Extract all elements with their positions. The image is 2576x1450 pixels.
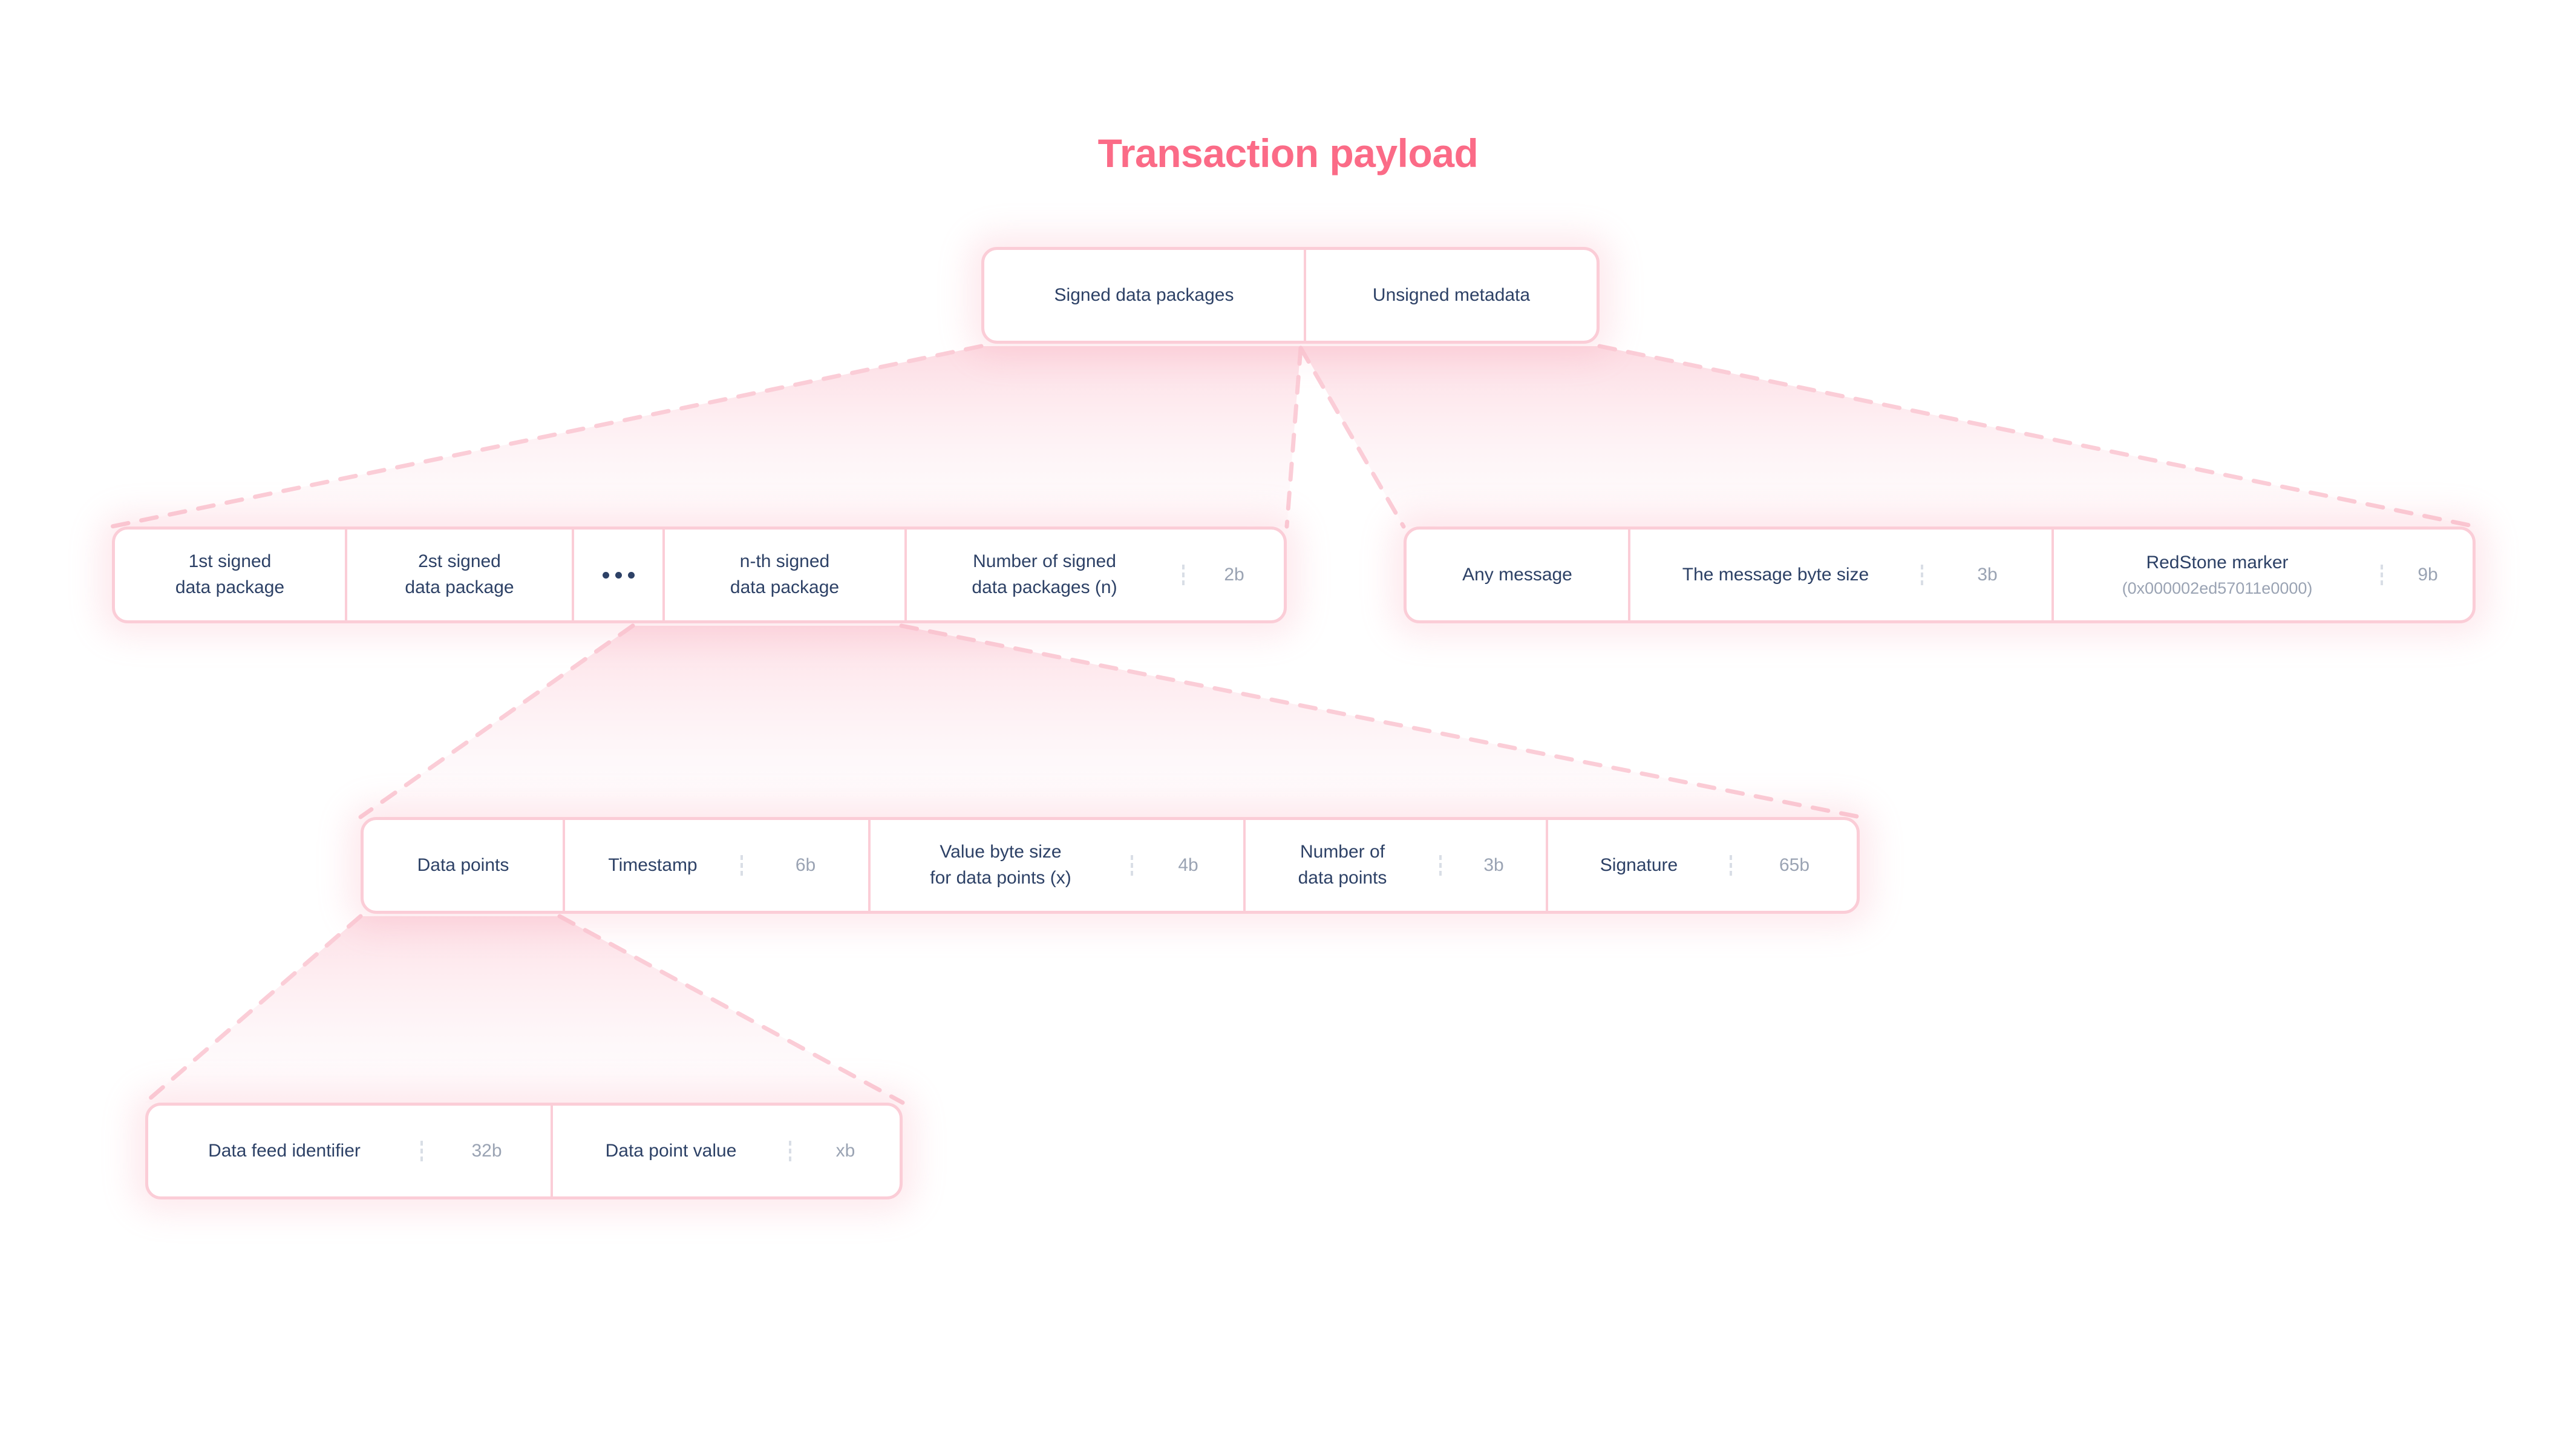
field-label: Data feed identifier [208, 1140, 361, 1161]
field-label: 2st signed data package [347, 549, 572, 600]
field-data-feed-identifier[interactable]: Data feed identifier 32b [148, 1106, 551, 1196]
field-signature[interactable]: Signature 65b [1546, 820, 1857, 911]
field-label-line1: Number of signed [973, 551, 1116, 572]
funnel-data-package [361, 626, 1860, 817]
signed-data-package-row: Data points Timestamp 6b Value byte size… [361, 817, 1860, 914]
field-label-line1: 2st signed [418, 551, 501, 572]
funnel-unsigned-metadata [1301, 346, 2476, 527]
field-label: Number of data points [1246, 839, 1439, 891]
field-ellipsis [572, 530, 662, 620]
field-size: 3b [1921, 565, 2051, 585]
field-label-line2: data package [405, 577, 514, 597]
signed-data-packages-row: 1st signed data package 2st signed data … [112, 527, 1287, 623]
field-1st-signed-data-package[interactable]: 1st signed data package [115, 530, 345, 620]
field-label: Signed data packages [1054, 284, 1234, 305]
unsigned-metadata-row: Any message The message byte size 3b Red… [1404, 527, 2476, 623]
field-timestamp[interactable]: Timestamp 6b [563, 820, 868, 911]
field-label: Unsigned metadata [1372, 284, 1531, 305]
payload-row: Signed data packages Unsigned metadata [981, 247, 1600, 344]
field-label: n-th signed data package [665, 549, 904, 600]
field-size: 4b [1131, 855, 1243, 876]
field-size: 2b [1182, 565, 1284, 585]
field-size: 9b [2381, 565, 2473, 585]
field-label: Timestamp [608, 855, 698, 875]
field-size: 3b [1439, 855, 1546, 876]
field-signed-data-packages[interactable]: Signed data packages [984, 250, 1304, 341]
field-label: The message byte size [1682, 564, 1869, 585]
field-value-byte-size[interactable]: Value byte size for data points (x) 4b [868, 820, 1243, 911]
field-label: Any message [1462, 564, 1572, 585]
field-label-line1: 1st signed [188, 551, 272, 572]
field-label-line1: Value byte size [940, 842, 1062, 862]
funnel-signed-packages [112, 346, 1301, 527]
funnel-data-points [145, 916, 903, 1103]
field-label: Value byte size for data points (x) [871, 839, 1131, 891]
field-label-main: RedStone marker [2146, 553, 2289, 573]
field-label-line2: data package [175, 577, 285, 597]
field-any-message[interactable]: Any message [1407, 530, 1628, 620]
field-size: 32b [420, 1141, 551, 1161]
field-label-line2: data packages (n) [972, 577, 1117, 597]
field-redstone-marker[interactable]: RedStone marker (0x000002ed57011e0000) 9… [2051, 530, 2473, 620]
field-size: 65b [1730, 855, 1857, 876]
field-nth-signed-data-package[interactable]: n-th signed data package [662, 530, 904, 620]
data-point-row: Data feed identifier 32b Data point valu… [145, 1103, 903, 1199]
field-data-points[interactable]: Data points [364, 820, 563, 911]
field-label: Data point value [605, 1140, 737, 1161]
field-label: Number of signed data packages (n) [907, 549, 1182, 600]
field-label-line2: for data points (x) [930, 868, 1071, 888]
field-number-of-signed-data-packages[interactable]: Number of signed data packages (n) 2b [904, 530, 1284, 620]
field-label: Data points [417, 855, 509, 875]
field-label-line2: data points [1298, 868, 1387, 888]
ellipsis-icon [602, 571, 635, 579]
field-unsigned-metadata[interactable]: Unsigned metadata [1304, 250, 1597, 341]
field-label-line1: Number of [1299, 842, 1385, 862]
page-title: Transaction payload [1097, 131, 1479, 176]
field-label: RedStone marker (0x000002ed57011e0000) [2054, 550, 2381, 599]
field-label-line1: n-th signed [739, 551, 830, 572]
field-2st-signed-data-package[interactable]: 2st signed data package [345, 530, 572, 620]
field-message-byte-size[interactable]: The message byte size 3b [1628, 530, 2051, 620]
field-label: 1st signed data package [115, 549, 345, 600]
field-size: xb [789, 1141, 900, 1161]
field-data-point-value[interactable]: Data point value xb [551, 1106, 900, 1196]
field-label-line2: data package [730, 577, 840, 597]
field-label-hex: (0x000002ed57011e0000) [2122, 579, 2313, 598]
field-label: Signature [1600, 855, 1678, 875]
field-size: 6b [740, 855, 868, 876]
field-number-of-data-points[interactable]: Number of data points 3b [1243, 820, 1546, 911]
